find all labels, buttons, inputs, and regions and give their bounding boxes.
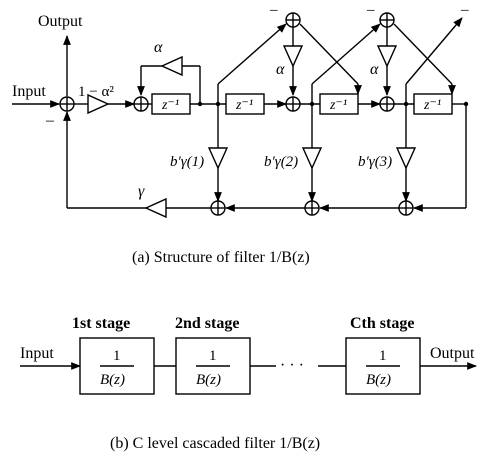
structure-diagram: Output Input – 1 − α² α z⁻¹ [12,2,469,266]
b-gamma-2-label: b′γ(2) [264,154,298,170]
alpha-triangle-1 [282,45,304,68]
svg-text:–: – [460,2,469,18]
svg-text:–: – [269,2,278,18]
stage-1-num: 1 [113,348,121,364]
alpha-label-3: α [370,61,379,78]
b-gamma-2-triangle [301,147,323,170]
gamma-triangle [144,197,167,219]
stage-1-den: B(z) [100,372,125,388]
alpha-label: α [154,39,163,56]
delay-label-2: z⁻¹ [235,98,253,113]
output-label-b: Output [430,345,475,362]
input-label: Input [12,83,46,100]
minus-sign: – [45,112,55,129]
delay-label-1: z⁻¹ [161,98,179,113]
delay-label-4: z⁻¹ [423,98,441,113]
gain-label: 1 − α² [78,84,114,100]
stage-2-label: 2nd stage [175,315,239,332]
delay-label-3: z⁻¹ [329,98,347,113]
caption-b: (b) C level cascaded filter 1/B(z) [110,435,320,452]
input-label-b: Input [20,345,54,362]
stage-c-box [345,337,421,395]
stage-c-num: 1 [379,348,387,364]
b-gamma-3-triangle [395,147,417,170]
svg-text:–: – [366,2,375,18]
alpha-triangle-2 [376,45,398,68]
caption-a: (a) Structure of filter 1/B(z) [132,249,310,266]
stage-c-label: Cth stage [350,315,414,332]
stage-2-num: 1 [209,348,217,364]
ellipsis: · · · [280,357,304,374]
gamma-label: γ [138,183,145,200]
alpha-label-2: α [276,61,285,78]
b-gamma-1-triangle [207,147,229,170]
alpha-feedback-triangle [160,55,183,77]
b-gamma-1-label: b′γ(1) [170,154,204,170]
cascade-diagram: 1st stage 2nd stage Cth stage Input Outp… [20,315,477,452]
output-label: Output [38,13,83,30]
gain-triangle [87,93,110,115]
stage-1-label: 1st stage [72,315,130,332]
stage-2-den: B(z) [196,372,221,388]
stage-c-den: B(z) [366,372,391,388]
b-gamma-3-label: b′γ(3) [358,154,392,170]
